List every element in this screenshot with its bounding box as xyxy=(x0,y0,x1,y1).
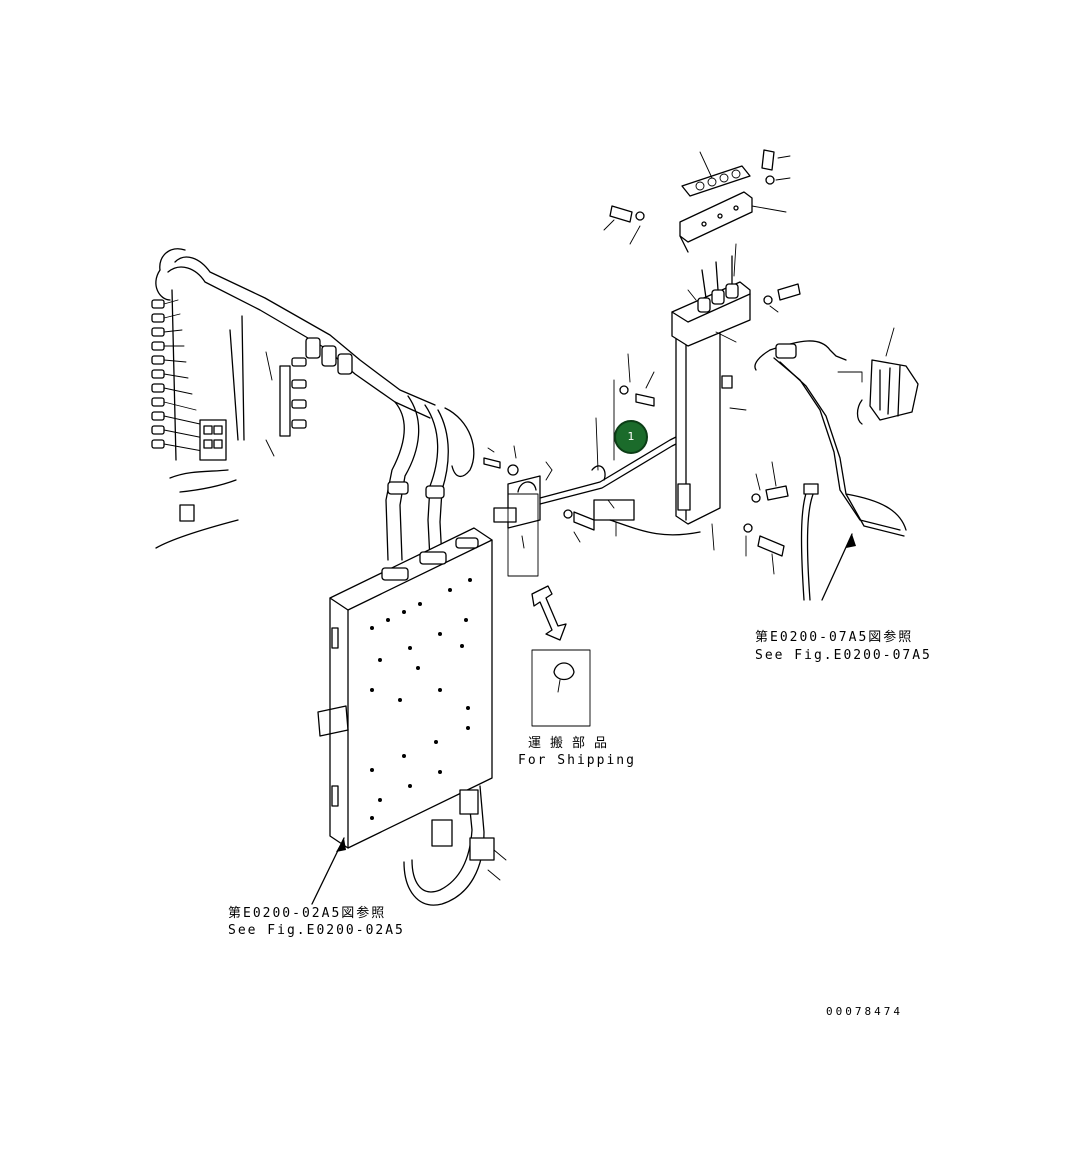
connector-column xyxy=(151,289,209,461)
reference-right-jp: 第E0200-07A5図参照 xyxy=(755,630,914,645)
fuse-bar xyxy=(265,351,307,457)
shipping-label-jp: 運搬部品 xyxy=(528,736,617,751)
reference-bottom-en: See Fig.E0200-02A5 xyxy=(228,923,405,938)
reference-right-en: See Fig.E0200-07A5 xyxy=(755,648,932,663)
column-bracket xyxy=(603,149,801,575)
shipping-parts xyxy=(483,353,701,727)
relay-block xyxy=(155,315,245,549)
lower-harness xyxy=(403,785,507,906)
left-wire-harness xyxy=(151,248,475,561)
callout-1[interactable]: 1 xyxy=(614,420,648,454)
controller-bolts xyxy=(370,578,472,820)
reference-bottom-jp: 第E0200-02A5図参照 xyxy=(228,906,387,921)
controller-box xyxy=(317,527,493,849)
reference-leaders xyxy=(311,533,856,905)
callout-1-label: 1 xyxy=(627,430,635,443)
drawing-number: 00078474 xyxy=(826,1005,903,1018)
shipping-label-en: For Shipping xyxy=(518,753,636,768)
lamp-assembly xyxy=(754,327,919,601)
